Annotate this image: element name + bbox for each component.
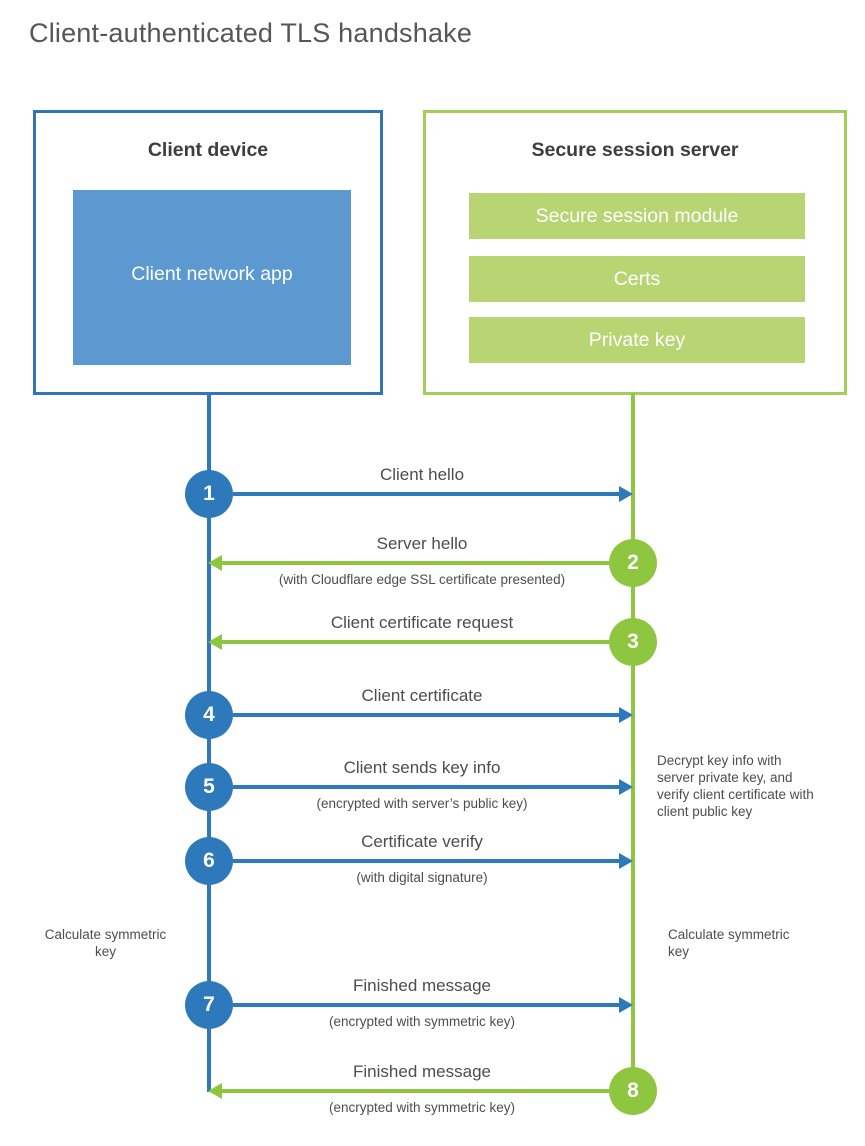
message-arrow <box>211 779 633 795</box>
client-device-title: Client device <box>147 139 269 161</box>
arrowhead-icon <box>619 997 633 1013</box>
message-sublabel: (encrypted with symmetric key) <box>328 1100 516 1115</box>
arrow-shaft <box>233 785 619 789</box>
message-label: Finished message <box>353 976 491 995</box>
server-module-bar: Private key <box>469 317 805 363</box>
step-number-badge: 4 <box>185 691 233 739</box>
server-lifeline <box>631 393 635 1114</box>
arrowhead-icon <box>208 555 222 571</box>
arrowhead-icon <box>619 853 633 869</box>
arrow-shaft <box>222 640 610 644</box>
calculate-symmetric-key-note-server: Calculate symmetric key <box>668 927 790 959</box>
message-arrow <box>211 997 633 1013</box>
message-label: Server hello <box>376 534 468 553</box>
server-module-label: Secure session module <box>535 204 739 227</box>
arrow-shaft <box>233 713 619 717</box>
arrow-shaft <box>233 859 619 863</box>
step-number-badge: 8 <box>609 1067 657 1115</box>
server-module-label: Certs <box>613 267 661 290</box>
message-arrow <box>211 486 633 502</box>
message-sublabel: (with Cloudflare edge SSL certificate pr… <box>278 572 566 587</box>
message-arrow <box>208 634 633 650</box>
message-label: Certificate verify <box>361 832 483 851</box>
arrowhead-icon <box>208 1083 222 1099</box>
step-number-badge: 6 <box>185 837 233 885</box>
message-sublabel: (encrypted with server’s public key) <box>316 796 528 811</box>
message-label: Client certificate request <box>330 613 514 632</box>
message-arrow <box>208 555 633 571</box>
page-title: Client-authenticated TLS handshake <box>29 18 473 48</box>
server-module-bar: Secure session module <box>469 193 805 239</box>
client-network-app-label: Client network app <box>131 262 293 285</box>
message-label: Client certificate <box>361 686 483 705</box>
arrow-shaft <box>233 492 619 496</box>
arrow-shaft <box>222 1089 610 1093</box>
step-number-badge: 2 <box>609 539 657 587</box>
step-number-badge: 7 <box>185 981 233 1029</box>
step-number-badge: 5 <box>185 763 233 811</box>
message-label: Finished message <box>353 1062 491 1081</box>
message-sublabel: (encrypted with symmetric key) <box>328 1014 516 1029</box>
server-module-bar: Certs <box>469 256 805 302</box>
message-arrow <box>208 1083 633 1099</box>
arrowhead-icon <box>208 634 222 650</box>
arrow-shaft <box>222 561 610 565</box>
secure-session-server-box: Secure session server Secure session mod… <box>423 110 847 395</box>
client-network-app-box: Client network app <box>73 190 351 365</box>
client-lifeline <box>207 393 211 1092</box>
message-label: Client sends key info <box>343 758 501 777</box>
message-arrow <box>211 853 633 869</box>
client-device-box: Client device Client network app <box>33 110 383 395</box>
arrowhead-icon <box>619 486 633 502</box>
secure-session-server-title: Secure session server <box>531 139 739 161</box>
step-number-badge: 1 <box>185 470 233 518</box>
arrowhead-icon <box>619 779 633 795</box>
arrow-shaft <box>233 1003 619 1007</box>
message-arrow <box>211 707 633 723</box>
calculate-symmetric-key-note-client: Calculate symmetric key <box>44 927 167 959</box>
message-sublabel: (with digital signature) <box>356 870 488 885</box>
step-number-badge: 3 <box>609 618 657 666</box>
server-module-label: Private key <box>588 328 686 351</box>
arrowhead-icon <box>619 707 633 723</box>
decrypt-key-note: Decrypt key info with server private key… <box>657 753 814 819</box>
message-label: Client hello <box>379 465 465 484</box>
